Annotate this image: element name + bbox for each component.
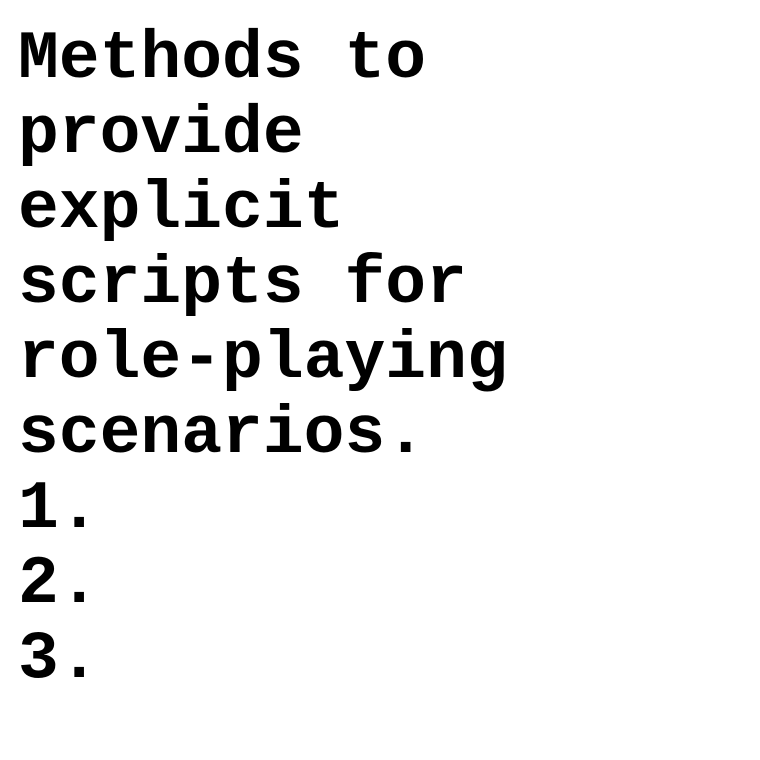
document-title: Methods to provide explicit scripts for … <box>18 22 748 472</box>
title-line: scripts for <box>18 246 467 323</box>
list-item: 3. <box>18 621 100 698</box>
title-line: provide <box>18 96 304 173</box>
title-line: explicit <box>18 171 345 248</box>
document-body: Methods to provide explicit scripts for … <box>18 22 748 697</box>
title-line: role-playing <box>18 321 508 398</box>
title-line: scenarios. <box>18 396 427 473</box>
numbered-list: 1. 2. 3. <box>18 472 748 697</box>
list-item: 2. <box>18 546 100 623</box>
list-item: 1. <box>18 471 100 548</box>
title-line: Methods to <box>18 21 427 98</box>
